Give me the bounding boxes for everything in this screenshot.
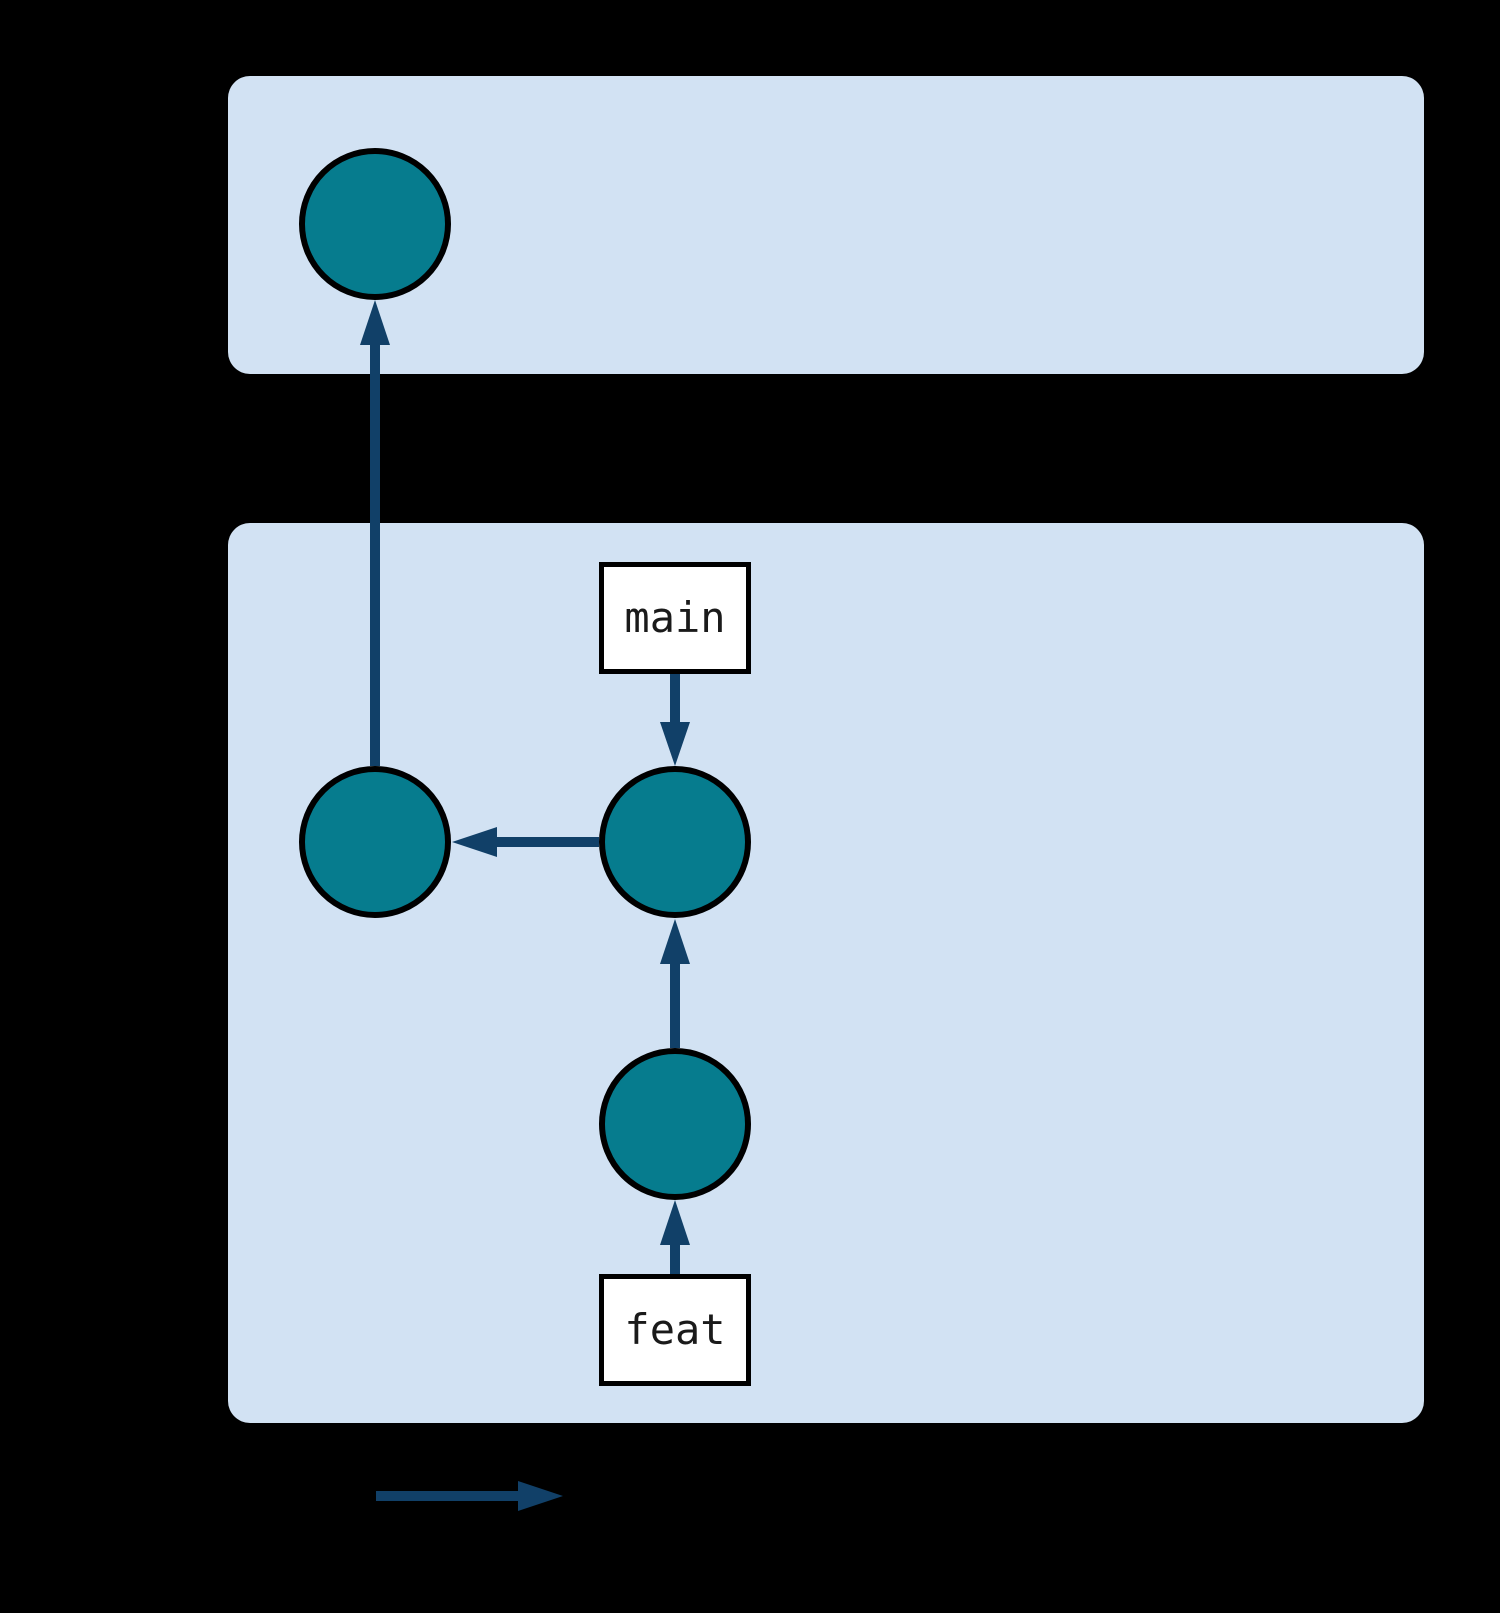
branch-label-main: main: [599, 562, 751, 674]
commit-node-feat-head: [599, 1048, 751, 1200]
commit-node-parent-left: [299, 766, 451, 918]
lower-panel: [228, 523, 1424, 1423]
arrow-up-to-upper-commit-icon: [360, 300, 390, 766]
arrow-feat-commit-to-parent-icon: [660, 919, 690, 1048]
time-direction-arrow-icon: [376, 1481, 563, 1511]
arrow-commit-to-left-parent-icon: [452, 827, 599, 857]
branch-label-feat: feat: [599, 1274, 751, 1386]
commit-node-main-head: [599, 766, 751, 918]
arrow-main-label-to-commit-icon: [660, 673, 690, 766]
commit-node-upper: [299, 148, 451, 300]
arrow-feat-label-to-commit-icon: [660, 1200, 690, 1274]
